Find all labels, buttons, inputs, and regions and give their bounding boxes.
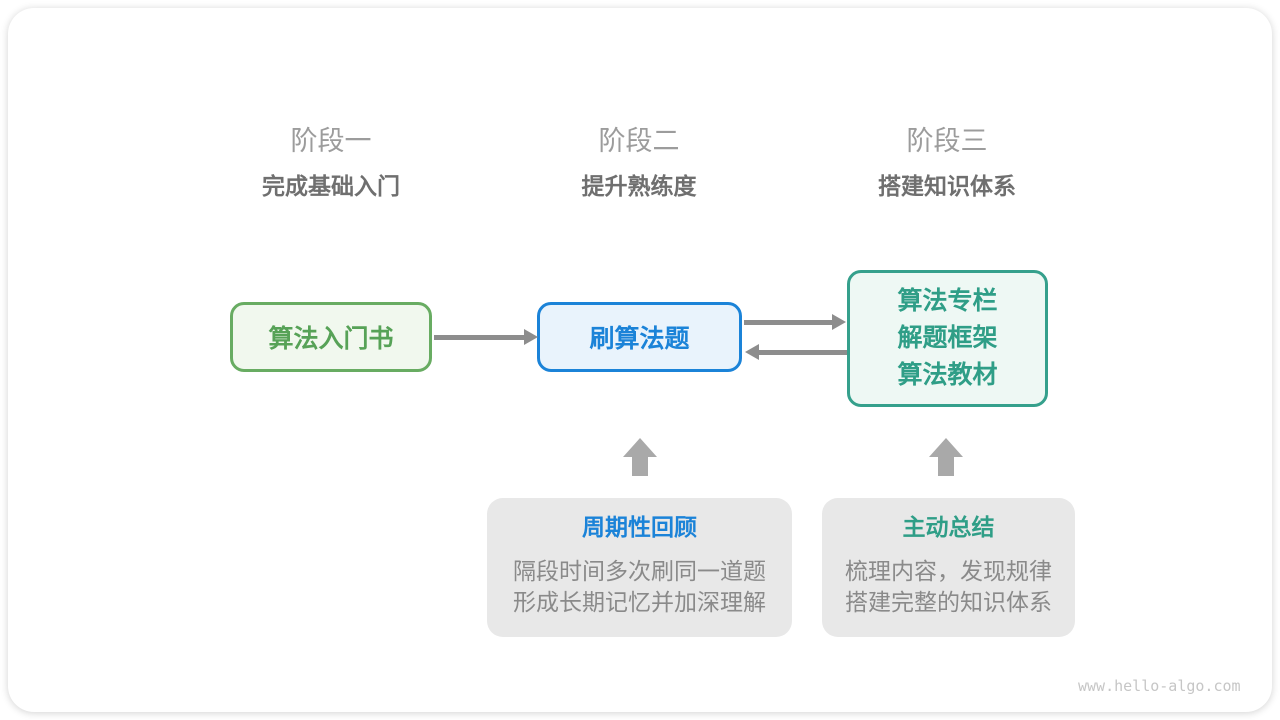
node-intro-book: 算法入门书 — [230, 302, 432, 372]
node-resources-line-3: 算法教材 — [897, 361, 998, 389]
stage-2-header: 阶段二 提升熟练度 — [489, 126, 789, 200]
note-periodic-review: 周期性回顾 隔段时间多次刷同一道题 形成长期记忆并加深理解 — [487, 498, 792, 637]
note-periodic-review-line-1: 隔段时间多次刷同一道题 — [513, 558, 766, 584]
node-resources-line-1: 算法专栏 — [897, 287, 998, 315]
node-resources-line-2: 解题框架 — [897, 324, 998, 352]
stage-3-header: 阶段三 搭建知识体系 — [797, 126, 1097, 200]
note-active-summary: 主动总结 梳理内容，发现规律 搭建完整的知识体系 — [822, 498, 1075, 637]
node-resources: 算法专栏 解题框架 算法教材 — [847, 270, 1048, 407]
note-periodic-review-title: 周期性回顾 — [582, 514, 697, 540]
stage-1-header: 阶段一 完成基础入门 — [181, 126, 481, 200]
node-intro-book-label: 算法入门书 — [268, 325, 394, 353]
node-practice-label: 刷算法题 — [589, 325, 690, 353]
note-periodic-review-line-2: 形成长期记忆并加深理解 — [513, 589, 766, 615]
stage-2-subtitle: 提升熟练度 — [581, 173, 697, 199]
note-periodic-review-body: 隔段时间多次刷同一道题 形成长期记忆并加深理解 — [487, 556, 792, 618]
node-practice: 刷算法题 — [537, 302, 742, 372]
note-active-summary-title: 主动总结 — [902, 514, 995, 540]
stage-1-label: 阶段一 — [290, 126, 372, 156]
note-active-summary-body: 梳理内容，发现规律 搭建完整的知识体系 — [822, 556, 1075, 618]
stage-2-label: 阶段二 — [598, 126, 680, 156]
note-active-summary-line-1: 梳理内容，发现规律 — [845, 558, 1052, 584]
note-active-summary-line-2: 搭建完整的知识体系 — [845, 589, 1052, 615]
watermark-url: www.hello-algo.com — [1078, 677, 1241, 695]
stage-3-subtitle: 搭建知识体系 — [878, 173, 1016, 199]
stage-1-subtitle: 完成基础入门 — [262, 173, 400, 199]
stage-3-label: 阶段三 — [906, 126, 988, 156]
